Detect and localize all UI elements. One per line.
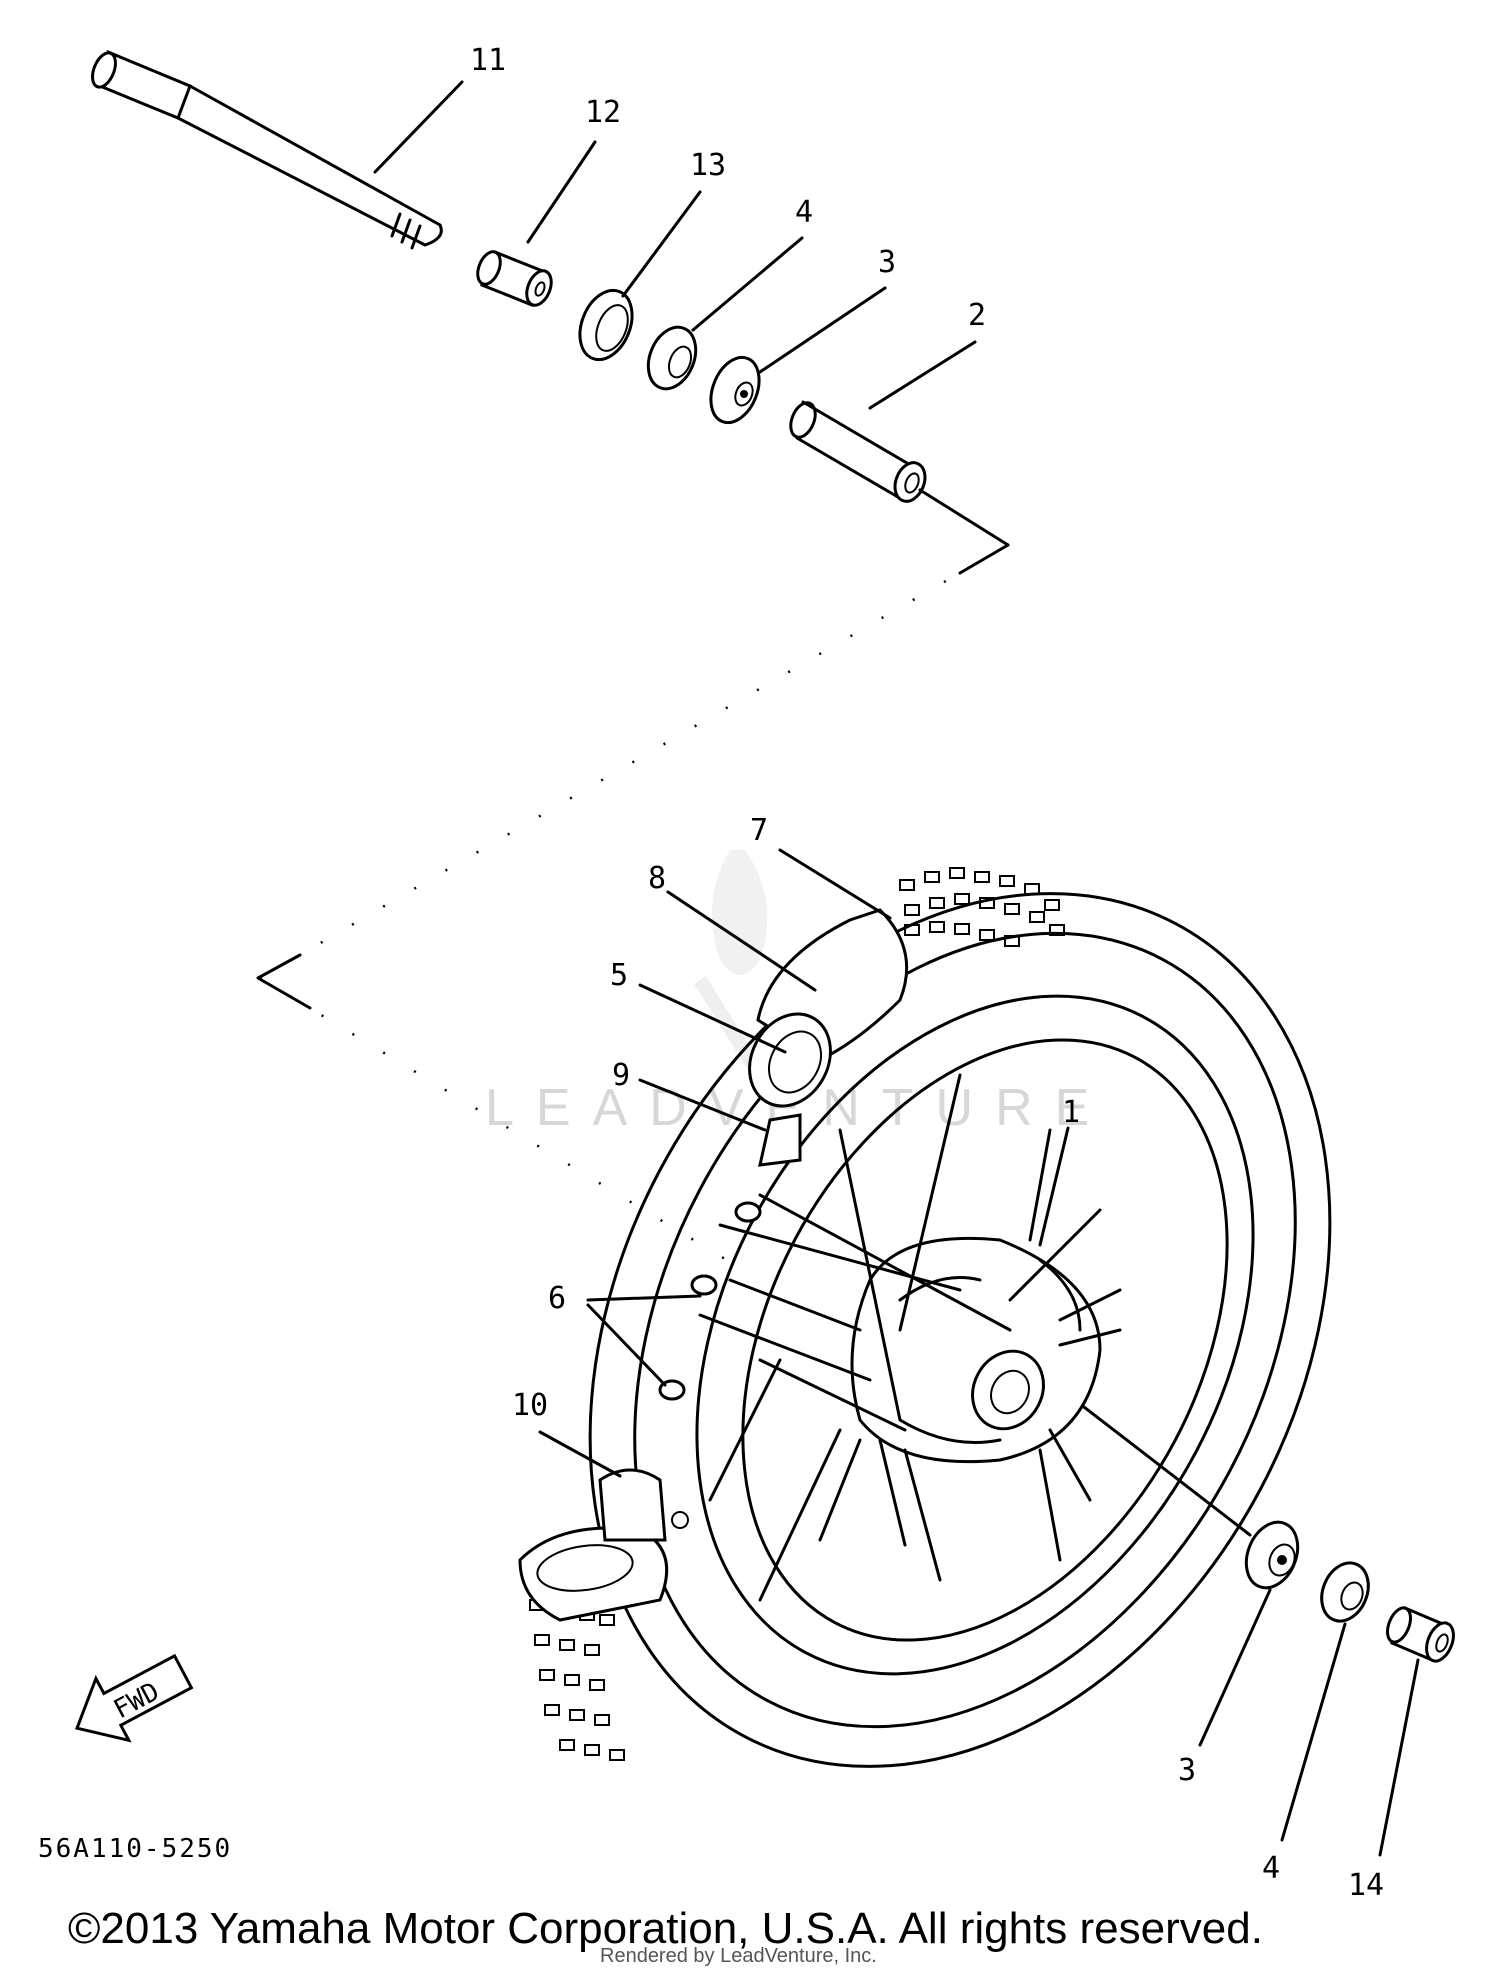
assembly-dash-1	[259, 543, 1009, 980]
part-collar	[476, 250, 553, 307]
callout-2: 2	[968, 298, 986, 333]
part-bearing-top	[646, 325, 698, 391]
callout-14: 14	[1348, 1868, 1384, 1903]
callout-3-top: 3	[878, 245, 896, 280]
part-bearing-bottom	[1244, 1520, 1300, 1590]
assembly-line	[918, 488, 1010, 547]
part-axle	[91, 49, 443, 250]
callout-10: 10	[512, 1388, 548, 1423]
part-oil-seal	[578, 288, 634, 362]
diagram-code: 56A110-5250	[38, 1834, 232, 1864]
callout-6: 6	[548, 1281, 566, 1316]
callout-9: 9	[612, 1058, 630, 1093]
part-bearing-top-2	[709, 355, 761, 425]
callout-8: 8	[648, 861, 666, 896]
callout-4-bottom: 4	[1262, 1851, 1280, 1886]
callout-5: 5	[610, 958, 628, 993]
assembly-corner-a	[958, 543, 1010, 575]
callout-1: 1	[1062, 1095, 1080, 1130]
part-spacer	[789, 400, 927, 503]
assembly-corner-b	[256, 953, 312, 1010]
wheel-assembly	[518, 867, 1332, 1768]
part-collar-bottom	[1386, 1606, 1455, 1663]
callout-4-top: 4	[795, 195, 813, 230]
leader-lines	[373, 80, 1420, 1857]
callout-7: 7	[750, 813, 768, 848]
copyright-notice: ©2013 Yamaha Motor Corporation, U.S.A. A…	[68, 1904, 1263, 1953]
callout-3-bottom: 3	[1178, 1753, 1196, 1788]
callout-11: 11	[470, 43, 506, 78]
rendered-by: Rendered by LeadVenture, Inc.	[600, 1945, 877, 1967]
forward-arrow-icon: FWD	[75, 1653, 194, 1743]
callout-12: 12	[585, 95, 621, 130]
part-bearing-bottom-2	[1320, 1561, 1370, 1623]
callout-13: 13	[690, 148, 726, 183]
